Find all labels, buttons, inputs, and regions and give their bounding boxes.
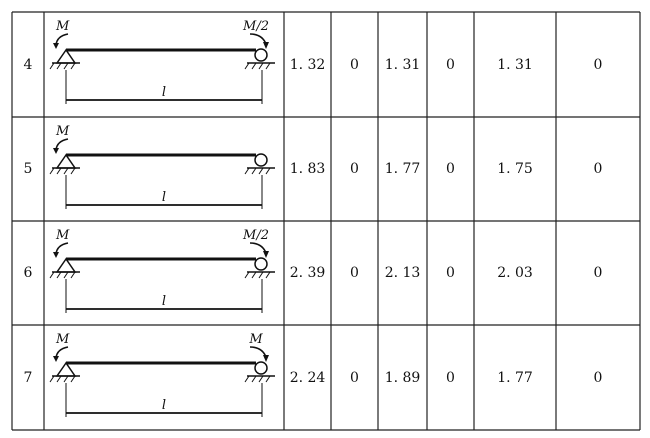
hatch-mark [70, 62, 76, 70]
beam-diagram: lM [49, 124, 275, 209]
value-col-1: 1. 83 [289, 161, 326, 177]
hatch-mark [70, 167, 76, 175]
row-index: 6 [23, 265, 33, 281]
value-col-4: 0 [446, 161, 455, 177]
value-col-3: 1. 77 [384, 161, 421, 177]
arrowhead [263, 251, 269, 258]
value-col-6: 0 [593, 56, 603, 73]
pin-support [55, 361, 77, 377]
beam-diagram: l M M [49, 332, 275, 417]
value-col-5: 1. 77 [497, 369, 533, 386]
value-col-3: 2. 13 [384, 265, 421, 281]
row-index: 4 [23, 56, 33, 73]
hatch-mark [244, 271, 250, 279]
value-col-6: 0 [593, 265, 603, 281]
moment-left-label: M [55, 19, 70, 34]
value-col-6: 0 [593, 369, 603, 386]
hatch-mark [258, 271, 264, 279]
hatch-mark [63, 167, 69, 175]
hatch-mark [258, 167, 264, 175]
value-col-5: 2. 03 [497, 265, 533, 281]
value-col-4: 0 [446, 56, 455, 73]
arrowhead [53, 252, 59, 258]
moment-left-label: M [55, 124, 70, 139]
moment-left-label: M [55, 228, 70, 243]
span-label: l [162, 85, 166, 100]
hatch-mark [63, 375, 69, 383]
row-index: 5 [23, 161, 33, 177]
value-col-5: 1. 31 [497, 56, 533, 73]
span-label: l [162, 294, 166, 309]
beam-diagram: l M M/2 [49, 228, 275, 313]
roller-support [254, 361, 268, 375]
hatch-mark [70, 375, 76, 383]
arrowhead [53, 43, 59, 49]
hatch-mark [63, 62, 69, 70]
hatch-mark [251, 271, 257, 279]
hatch-mark [265, 271, 271, 279]
hatch-mark [244, 62, 250, 70]
hatch-mark [265, 167, 271, 175]
beam-diagram: l M M/2 [49, 19, 275, 104]
value-col-2: 0 [350, 369, 359, 386]
hatch-mark [49, 271, 55, 279]
pin-support [55, 153, 77, 169]
value-col-5: 1. 75 [497, 161, 533, 177]
hatch-mark [251, 62, 257, 70]
roller-support [254, 153, 268, 167]
hatch-mark [70, 271, 76, 279]
value-col-4: 0 [446, 265, 455, 281]
pin-support [55, 48, 77, 64]
hatch-mark [251, 167, 257, 175]
moment-right-label: M/2 [242, 19, 269, 34]
moment-left-label: M [55, 332, 70, 347]
value-col-1: 2. 24 [289, 369, 326, 386]
arrowhead [263, 355, 269, 362]
value-col-1: 1. 32 [289, 56, 326, 73]
hatch-mark [49, 167, 55, 175]
hatch-mark [56, 167, 62, 175]
hatch-mark [244, 167, 250, 175]
pin-support [55, 257, 77, 273]
hatch-mark [258, 62, 264, 70]
hatch-mark [265, 62, 271, 70]
moment-right-label: M/2 [242, 228, 269, 243]
roller-support [254, 257, 268, 271]
arrowhead [53, 356, 59, 362]
hatch-mark [258, 375, 264, 383]
hatch-mark [49, 62, 55, 70]
value-col-2: 0 [350, 56, 359, 73]
value-col-3: 1. 31 [384, 56, 421, 73]
hatch-mark [63, 271, 69, 279]
roller-support [254, 48, 268, 62]
hatch-mark [56, 375, 62, 383]
moment-right-label: M [248, 332, 263, 347]
value-col-1: 2. 39 [289, 265, 326, 281]
span-label: l [162, 398, 166, 413]
hatch-mark [56, 62, 62, 70]
hatch-mark [265, 375, 271, 383]
hatch-mark [56, 271, 62, 279]
value-col-3: 1. 89 [384, 369, 421, 386]
row-index: 7 [23, 369, 33, 386]
hatch-mark [251, 375, 257, 383]
value-col-2: 0 [350, 265, 359, 281]
span-label: l [162, 190, 166, 205]
arrowhead [263, 42, 269, 49]
value-col-6: 0 [593, 161, 603, 177]
arrowhead [53, 148, 59, 154]
hatch-mark [244, 375, 250, 383]
value-col-2: 0 [350, 161, 359, 177]
value-col-4: 0 [446, 369, 455, 386]
hatch-mark [49, 375, 55, 383]
